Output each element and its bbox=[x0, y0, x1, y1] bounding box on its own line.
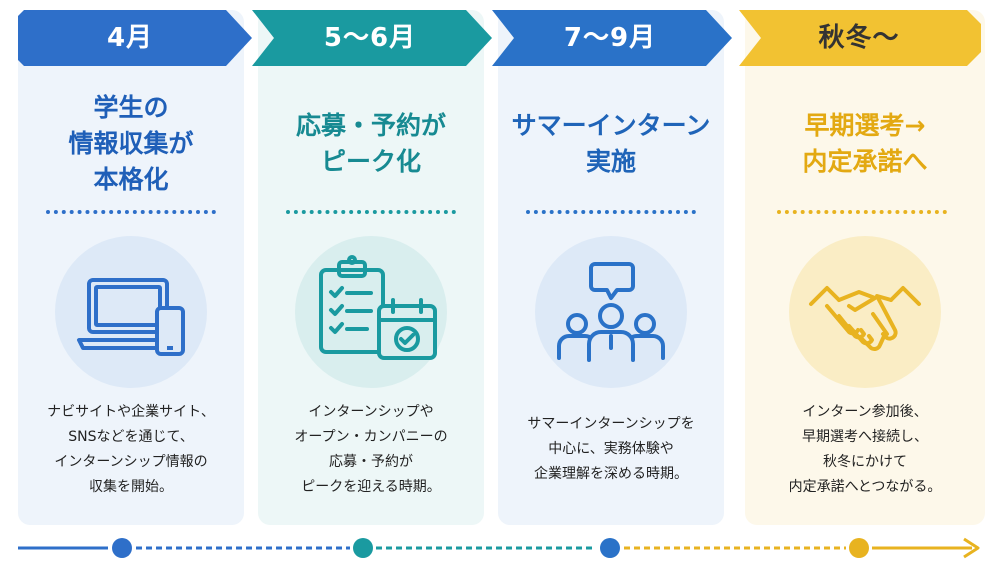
icon-circle bbox=[535, 236, 687, 388]
timeline-node bbox=[353, 538, 373, 558]
clipboard-calendar-icon bbox=[319, 255, 437, 360]
stage-july-september: 7～9月 サマーインターン 実施 サマーインターンシップを 中心に、実務体験や … bbox=[492, 10, 732, 525]
stage-title-line: ピーク化 bbox=[320, 147, 421, 176]
stage-title-line: 情報収集が bbox=[68, 129, 194, 158]
stage-description: サマーインターンシップを 中心に、実務体験や 企業理解を深める時期。 bbox=[498, 412, 724, 487]
desc-line: 収集を開始。 bbox=[89, 479, 173, 495]
period-banner bbox=[739, 10, 989, 66]
desc-line: 中心に、実務体験や bbox=[548, 441, 674, 457]
desc-line: インターン参加後、 bbox=[802, 404, 928, 420]
period-banner bbox=[492, 10, 742, 66]
icon-circle bbox=[295, 236, 447, 388]
desc-line: ピークを迎える時期。 bbox=[301, 479, 441, 495]
period-label: 秋冬～ bbox=[818, 23, 900, 53]
period-banner bbox=[252, 10, 502, 66]
timeline-node bbox=[600, 538, 620, 558]
stage-april: 4月 学生の 情報収集が 本格化 ナビサイトや企業サイト、 SNSなどを通じて、… bbox=[18, 10, 252, 525]
stage-title-line: 学生の bbox=[93, 93, 169, 122]
desc-line: 秋冬にかけて bbox=[823, 454, 907, 470]
desc-line: 内定承諾へとつながる。 bbox=[788, 479, 942, 495]
stage-title-line: 応募・予約が bbox=[295, 111, 446, 140]
stage-title-line: 早期選考→ bbox=[804, 111, 926, 140]
stage-title: 早期選考→ 内定承諾へ bbox=[745, 108, 985, 180]
desc-line: 企業理解を深める時期。 bbox=[534, 466, 688, 482]
period-label: 7～9月 bbox=[563, 23, 657, 53]
dotted-divider bbox=[526, 210, 696, 214]
stage-title-line: 内定承諾へ bbox=[802, 147, 928, 176]
dotted-divider bbox=[46, 210, 216, 214]
stage-description: インターン参加後、 早期選考へ接続し、 秋冬にかけて 内定承諾へとつながる。 bbox=[745, 400, 985, 500]
stage-title: サマーインターン 実施 bbox=[498, 108, 724, 180]
arrow-right-icon bbox=[963, 537, 980, 559]
stage-may-june: 5～6月 応募・予約が ピーク化 インターンシップや オープン・カンパニーの bbox=[252, 10, 492, 525]
handshake-icon bbox=[809, 286, 921, 351]
stage-description: インターンシップや オープン・カンパニーの 応募・予約が ピークを迎える時期。 bbox=[258, 400, 484, 500]
desc-line: サマーインターンシップを bbox=[527, 416, 695, 432]
stage-title: 学生の 情報収集が 本格化 bbox=[18, 90, 244, 198]
stage-title-line: サマーインターン bbox=[511, 111, 711, 140]
stage-autumn-winter: 秋冬～ 早期選考→ 内定承諾へ インターン参加後、 早期選考へ接続し、 秋冬にか… bbox=[739, 10, 985, 525]
stage-title-line: 本格化 bbox=[93, 165, 169, 194]
desc-line: オープン・カンパニーの bbox=[294, 429, 448, 445]
desc-line: インターンシップ情報の bbox=[54, 454, 208, 470]
desc-line: ナビサイトや企業サイト、 bbox=[47, 404, 215, 420]
desc-line: 応募・予約が bbox=[329, 454, 413, 470]
desc-line: インターンシップや bbox=[308, 404, 434, 420]
period-label: 4月 bbox=[106, 23, 154, 53]
laptop-smartphone-icon bbox=[77, 278, 185, 356]
group-discussion-icon bbox=[557, 262, 665, 362]
stage-description: ナビサイトや企業サイト、 SNSなどを通じて、 インターンシップ情報の 収集を開… bbox=[18, 400, 244, 500]
icon-circle bbox=[55, 236, 207, 388]
timeline bbox=[0, 532, 1000, 572]
dotted-divider bbox=[286, 210, 456, 214]
period-label: 5～6月 bbox=[323, 23, 417, 53]
timeline-node bbox=[112, 538, 132, 558]
timeline-node bbox=[849, 538, 869, 558]
icon-circle bbox=[789, 236, 941, 388]
stage-title-line: 実施 bbox=[585, 147, 636, 176]
period-banner bbox=[12, 10, 262, 66]
dotted-divider bbox=[777, 210, 947, 214]
desc-line: 早期選考へ接続し、 bbox=[802, 429, 928, 445]
stage-title: 応募・予約が ピーク化 bbox=[258, 108, 484, 180]
desc-line: SNSなどを通じて、 bbox=[68, 429, 194, 445]
